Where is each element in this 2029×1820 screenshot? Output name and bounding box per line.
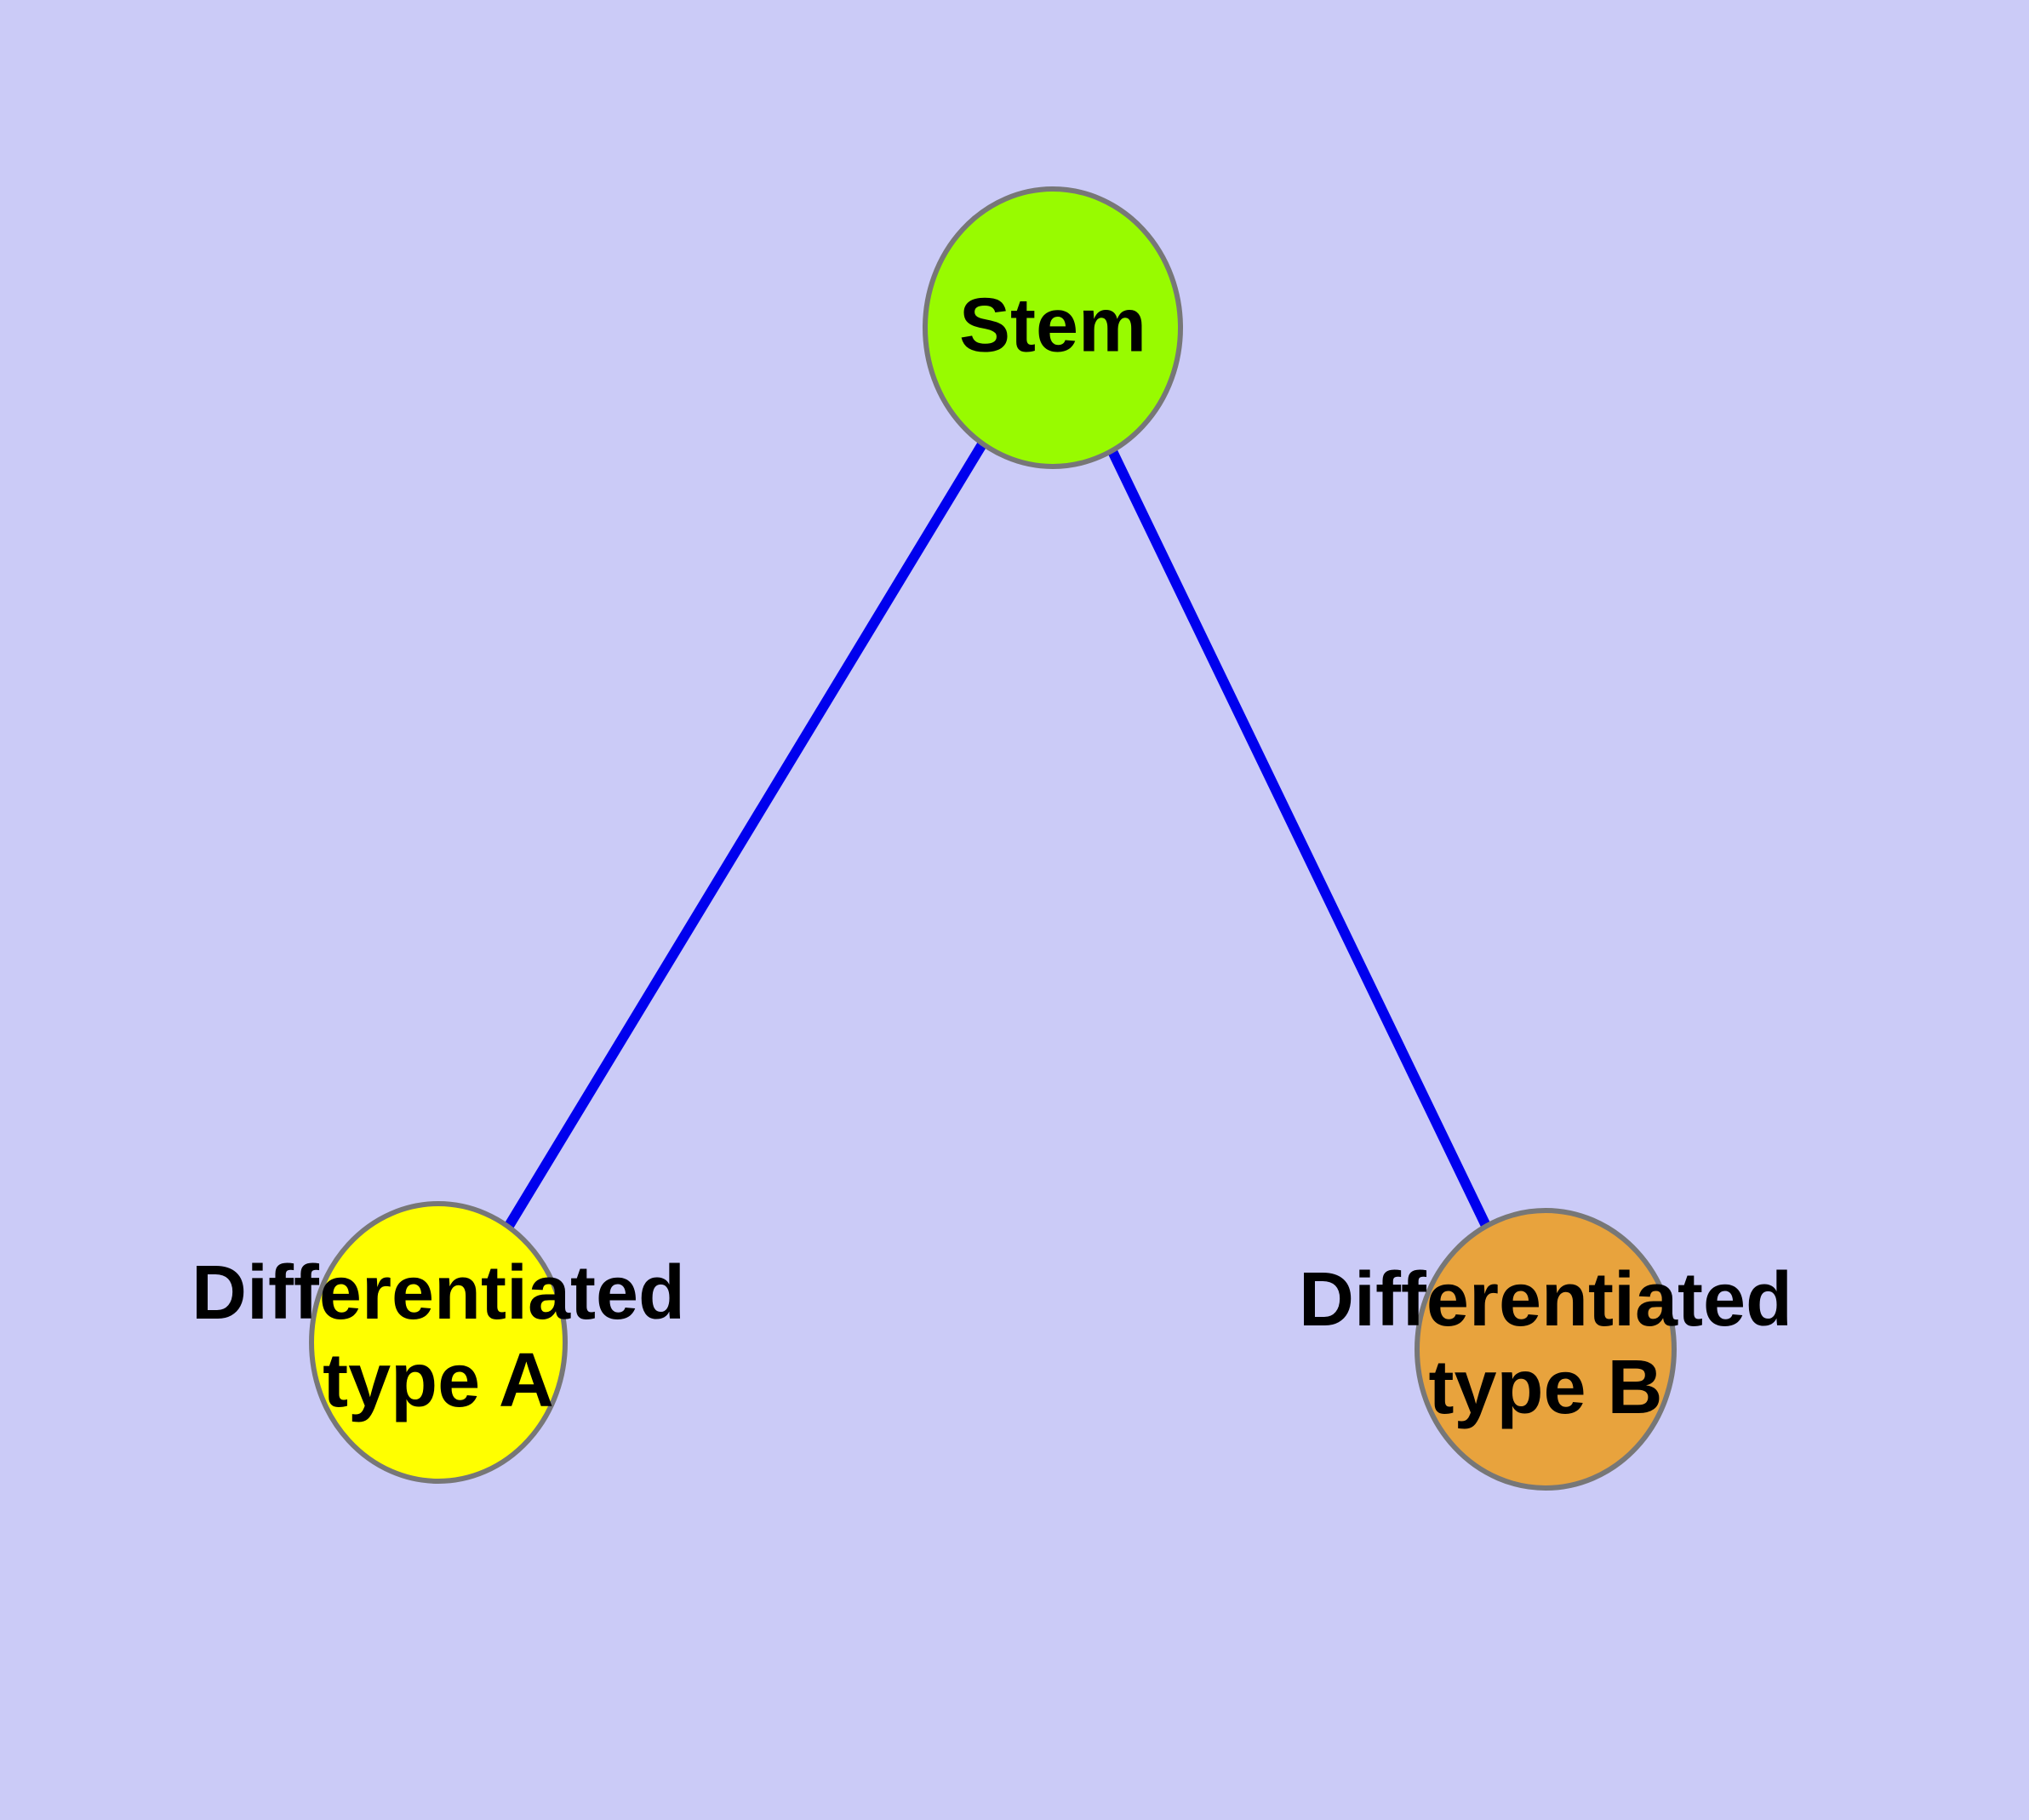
node-stem (923, 186, 1183, 469)
node-differentiated-type-a (309, 1201, 568, 1484)
node-differentiated-type-b (1415, 1208, 1677, 1491)
edge-stem-to-type-b (1048, 325, 1551, 1352)
edge-stem-to-type-a (433, 324, 1058, 1346)
